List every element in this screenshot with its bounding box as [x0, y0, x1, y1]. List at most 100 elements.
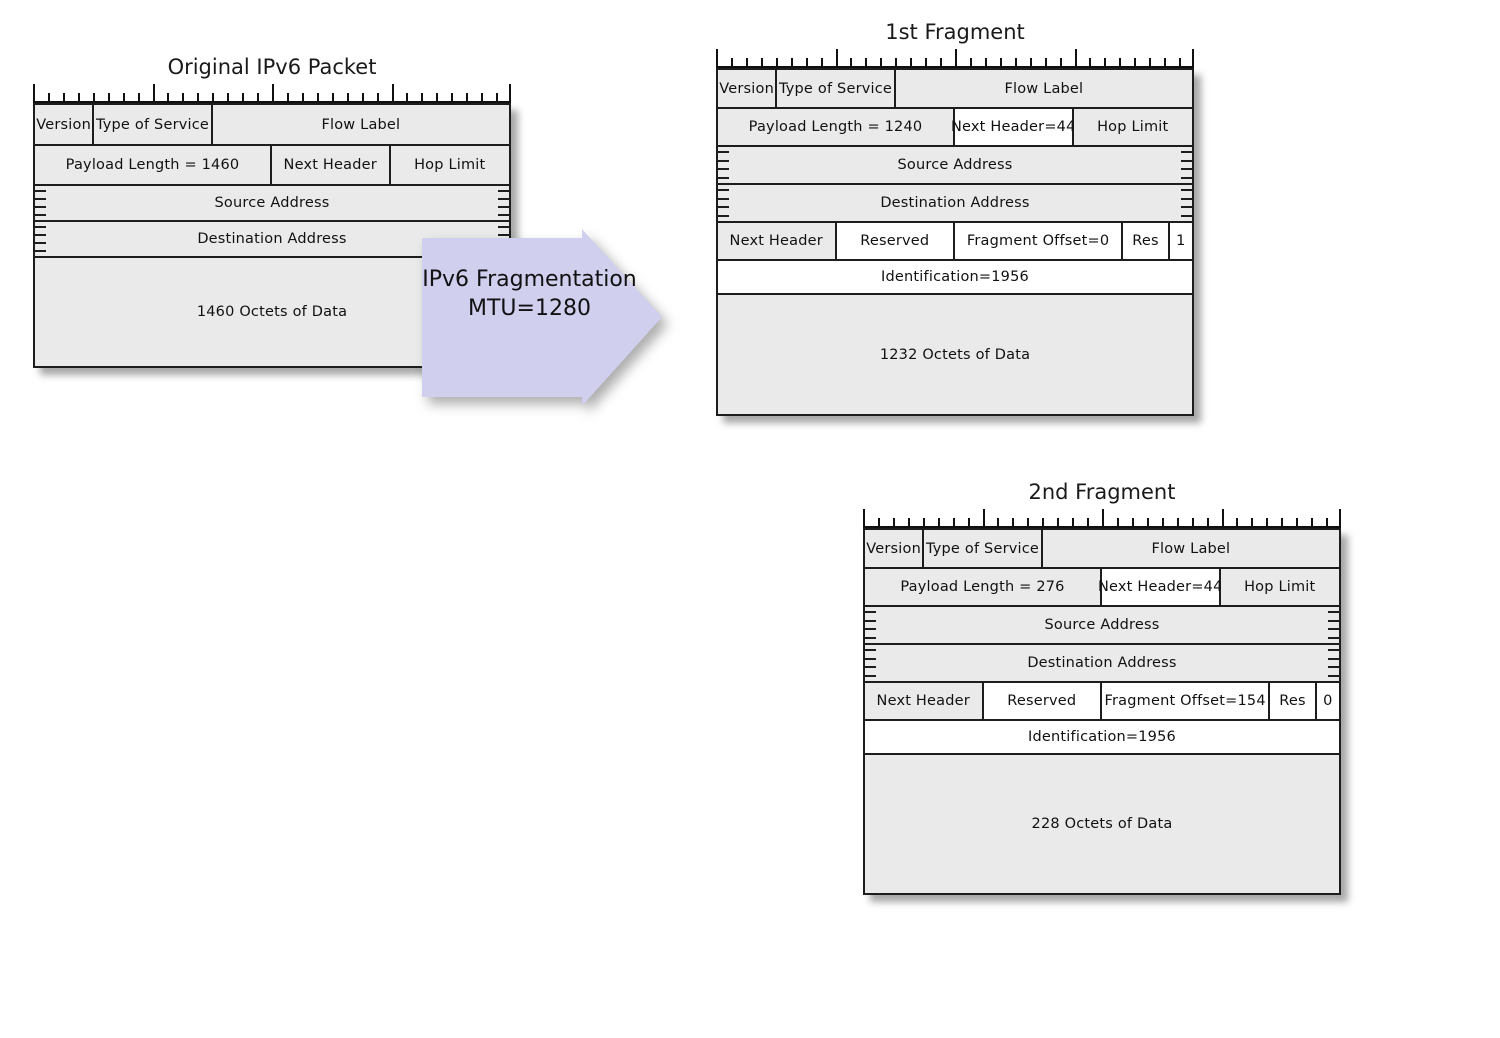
ruler-tick-minor	[760, 58, 763, 68]
ruler-tick-minor	[1131, 518, 1134, 528]
field-fragment-reserved: Reserved	[836, 223, 955, 259]
field-identification: Identification=1956	[718, 261, 1192, 293]
ruler-tick-major	[1074, 49, 1077, 68]
row-identification: Identification=1956	[865, 721, 1339, 755]
packet-fragment2-title: 2nd Fragment	[1028, 480, 1176, 504]
field-hop-limit: Hop Limit	[1073, 109, 1192, 145]
ruler-tick-minor	[1161, 518, 1164, 528]
ruler-tick-minor	[466, 93, 469, 103]
row-length-nextheader-hoplimit: Payload Length = 276 Next Header=44 Hop …	[865, 569, 1339, 607]
ruler-tick-minor	[361, 93, 364, 103]
ruler-tick-minor	[850, 58, 853, 68]
ruler-tick-minor	[1116, 518, 1119, 528]
ruler-tick-minor	[895, 58, 898, 68]
ruler-tick-minor	[1012, 518, 1015, 528]
ruler-tick-minor	[451, 93, 454, 103]
ruler-tick-minor	[316, 93, 319, 103]
ruler-tick-minor	[1164, 58, 1167, 68]
row-source-address: Source Address	[718, 147, 1192, 185]
ruler-tick-minor	[1236, 518, 1239, 528]
field-source-address: Source Address	[35, 186, 509, 220]
ruler-tick-minor	[1266, 518, 1269, 528]
ruler-tick-minor	[967, 518, 970, 528]
ruler-tick-minor	[1146, 518, 1149, 528]
ruler-tick-minor	[1281, 518, 1284, 528]
row-version-tos-flow: Version Type of Service Flow Label	[865, 530, 1339, 569]
ruler-tick-minor	[940, 58, 943, 68]
field-fragment-more-flag: 0	[1316, 683, 1339, 719]
field-destination-address: Destination Address	[865, 645, 1339, 681]
field-source-address: Source Address	[718, 147, 1192, 183]
ruler-tick-minor	[1206, 518, 1209, 528]
row-fragment-header: Next Header Reserved Fragment Offset=0 R…	[718, 223, 1192, 261]
field-version: Version	[865, 530, 925, 567]
ruler-tick-major	[1192, 49, 1194, 68]
field-source-address: Source Address	[865, 607, 1339, 643]
row-payload-data: 228 Octets of Data	[865, 755, 1339, 893]
field-next-header: Next Header	[272, 146, 391, 184]
arrow-label: IPv6 Fragmentation MTU=1280	[422, 265, 637, 323]
ruler-tick-minor	[922, 518, 925, 528]
ruler-tick-minor	[999, 58, 1002, 68]
row-version-tos-flow: Version Type of Service Flow Label	[718, 70, 1192, 109]
ruler-tick-minor	[1087, 518, 1090, 528]
ruler-tick-major	[33, 84, 35, 103]
field-payload-length: Payload Length = 1240	[718, 109, 955, 145]
ruler-tick-minor	[925, 58, 928, 68]
row-length-nextheader-hoplimit: Payload Length = 1460 Next Header Hop Li…	[35, 146, 509, 186]
field-hop-limit: Hop Limit	[390, 146, 509, 184]
arrow-label-line2: MTU=1280	[468, 296, 591, 322]
packet-fragment2-box: Version Type of Service Flow Label Paylo…	[863, 528, 1341, 895]
field-data: 1232 Octets of Data	[718, 295, 1192, 414]
ruler-tick-major	[863, 509, 865, 528]
field-fragment-next-header: Next Header	[865, 683, 984, 719]
field-fragment-more-flag: 1	[1169, 223, 1192, 259]
field-destination-address: Destination Address	[718, 185, 1192, 221]
ruler-tick-minor	[286, 93, 289, 103]
ruler-tick-major	[1221, 509, 1224, 528]
field-hop-limit: Hop Limit	[1220, 569, 1339, 605]
ruler-tick-minor	[107, 93, 110, 103]
ruler-tick-major	[982, 509, 985, 528]
ruler-tick-major	[1102, 509, 1104, 528]
ruler-tick-minor	[1296, 518, 1299, 528]
row-payload-data: 1232 Octets of Data	[718, 295, 1192, 414]
ruler-tick-major	[391, 84, 394, 103]
ruler-tick-minor	[197, 93, 200, 103]
row-source-address: Source Address	[865, 607, 1339, 645]
packet-original-box: Version Type of Service Flow Label Paylo…	[33, 103, 511, 368]
ruler-tick-minor	[1311, 518, 1314, 528]
ruler-tick-minor	[496, 93, 499, 103]
ruler-tick-minor	[481, 93, 484, 103]
ruler-tick-minor	[952, 518, 955, 528]
ruler-tick-minor	[910, 58, 913, 68]
ruler-tick-major	[835, 49, 838, 68]
arrow-label-line1: IPv6 Fragmentation	[422, 267, 637, 292]
ruler-tick-minor	[865, 58, 868, 68]
ruler-tick-minor	[92, 93, 95, 103]
ruler-tick-minor	[421, 93, 424, 103]
packet-original: Original IPv6 Packet Version Type of Ser…	[33, 55, 511, 368]
packet-original-title: Original IPv6 Packet	[167, 55, 377, 79]
ruler-tick-minor	[1042, 518, 1045, 528]
ruler-tick-minor	[122, 93, 125, 103]
field-flow-label: Flow Label	[212, 105, 509, 144]
field-type-of-service: Type of Service	[777, 70, 896, 107]
ruler-tick-minor	[969, 58, 972, 68]
ruler-tick-minor	[1119, 58, 1122, 68]
ruler-tick-minor	[1089, 58, 1092, 68]
packet-fragment1: 1st Fragment Version Type of Service Flo…	[716, 20, 1194, 416]
arrow-shape	[422, 229, 662, 406]
ruler-tick-minor	[376, 93, 379, 103]
row-source-address: Source Address	[35, 186, 509, 222]
ruler-tick-minor	[1251, 518, 1254, 528]
field-next-header: Next Header=44	[951, 109, 1075, 145]
ruler-tick-minor	[1191, 518, 1194, 528]
ruler-tick-minor	[877, 518, 880, 528]
ruler-tick-minor	[892, 518, 895, 528]
ruler-tick-minor	[1044, 58, 1047, 68]
field-fragment-offset: Fragment Offset=0	[955, 223, 1124, 259]
field-fragment-offset: Fragment Offset=154	[1102, 683, 1271, 719]
packet-fragment1-title: 1st Fragment	[885, 20, 1025, 44]
ruler-tick-minor	[805, 58, 808, 68]
